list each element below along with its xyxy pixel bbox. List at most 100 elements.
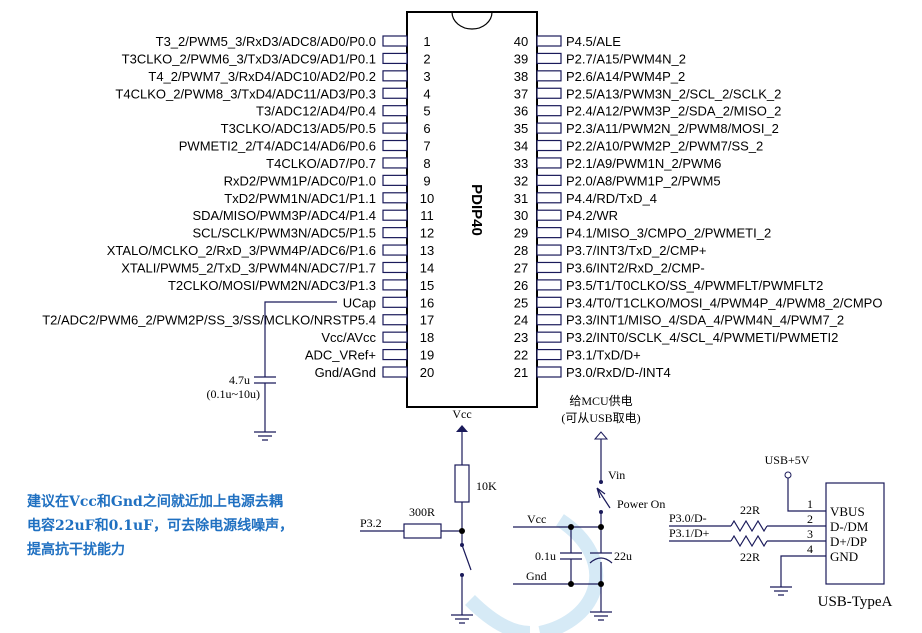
pin-pad: [536, 105, 562, 117]
pin-number: 5: [423, 104, 430, 119]
r2-value: 22R: [740, 550, 760, 564]
pullup-value: 10K: [476, 479, 497, 493]
note-line: 建议在Vcc和Gnd之间就近加上电源去耦: [27, 494, 283, 510]
c2-value: 22u: [614, 549, 632, 563]
pin-number: 3: [423, 69, 430, 84]
ground-icon: [451, 614, 473, 624]
pin-pad: [536, 70, 562, 82]
pin-number: 10: [420, 191, 434, 206]
pin-number: 8: [423, 156, 430, 171]
power-gnd-label: Gnd: [526, 569, 547, 583]
pin-label: P4.1/MISO_3/CMPO_2/PWMETI_2: [566, 226, 771, 241]
ucap-value: 4.7u: [229, 373, 250, 387]
ground-icon: [254, 431, 276, 441]
pin-number: 20: [420, 365, 434, 380]
pin-number: 11: [420, 208, 434, 223]
pin-label: PWMETI2_2/T4/ADC14/AD6/P0.6: [179, 139, 376, 154]
pin-label: T3_2/PWM5_3/RxD3/ADC8/AD0/P0.0: [156, 34, 376, 49]
pin-label: P3.4/T0/T1CLKO/MOSI_4/PWM4P_4/PWM8_2/CMP…: [566, 295, 882, 310]
pin-number: 31: [514, 191, 528, 206]
note-line: 电容22uF和0.1uF，可去除电源线噪声，: [27, 518, 294, 534]
pin-number: 32: [514, 173, 528, 188]
pin-pad: [382, 70, 408, 82]
pin-label: RxD2/PWM1P/ADC0/P1.0: [224, 173, 376, 188]
pin-number: 34: [514, 139, 528, 154]
pin-number: 19: [420, 348, 434, 363]
pin-number: 29: [514, 226, 528, 241]
chip-notch: [451, 11, 493, 30]
pin-number: 4: [423, 86, 430, 101]
supply-terminal-icon: [784, 471, 792, 479]
pin-pad: [382, 279, 408, 291]
mcu-chip: PDIP40 1T3_2/PWM5_3/RxD3/ADC8/AD0/P0.02T…: [42, 11, 882, 408]
pin-number: 14: [420, 260, 434, 275]
usb-pin-number: 4: [807, 542, 813, 556]
pin-number: 6: [423, 121, 430, 136]
c1-value: 0.1u: [535, 549, 556, 563]
pin-label: P4.4/RD/TxD_4: [566, 191, 657, 206]
pin-pad: [536, 157, 562, 169]
pin-number: 38: [514, 69, 528, 84]
pin-pad: [382, 366, 408, 378]
power-subtitle: (可从USB取电): [561, 411, 640, 425]
pin-pad: [536, 279, 562, 291]
pin-pad: [536, 122, 562, 134]
pin-label: P3.2/INT0/SCLK_4/SCL_4/PWMETI/PWMETI2: [566, 330, 838, 345]
pin-number: 17: [420, 313, 434, 328]
pin-label: P2.0/A8/PWM1P_2/PWM5: [566, 173, 721, 188]
dp-net-label: P3.1/D+: [669, 526, 710, 540]
pin-number: 36: [514, 104, 528, 119]
pin-number: 27: [514, 260, 528, 275]
pin-label: P2.6/A14/PWM4P_2: [566, 69, 685, 84]
pin-label: T3/ADC12/AD4/P0.4: [256, 104, 376, 119]
pin-pad: [536, 87, 562, 99]
pin-pad: [382, 244, 408, 256]
pin-label: T4CLKO/AD7/P0.7: [266, 156, 376, 171]
pin-pad: [382, 331, 408, 343]
pin-pad: [382, 227, 408, 239]
ucap-wire: [264, 301, 337, 432]
pin-pad: [382, 296, 408, 308]
pin-pad: [382, 209, 408, 221]
pin-label: ADC_VRef+: [305, 348, 376, 363]
vin-label: Vin: [608, 468, 625, 482]
power-title: 给MCU供电: [569, 394, 632, 408]
usb-pin-label: D+/DP: [830, 534, 867, 549]
pin-label: P2.2/A10/PWM2P_2/PWM7/SS_2: [566, 139, 763, 154]
power-circuit: 给MCU供电 (可从USB取电) Vin Power On Vcc Gnd 0.…: [513, 394, 665, 621]
pin-pad: [382, 192, 408, 204]
pin-pad: [382, 52, 408, 65]
pin-number: 40: [514, 34, 528, 49]
ucap-capacitor: [254, 376, 276, 384]
pin-pad: [536, 314, 562, 326]
usb-pin-label: GND: [830, 549, 858, 564]
pin-label: SCL/SCLK/PWM3N/ADC5/P1.5: [192, 226, 376, 241]
pin-label: T4CLKO_2/PWM8_3/TxD4/ADC11/AD3/P0.3: [115, 86, 376, 101]
pin-number: 7: [423, 139, 430, 154]
pin-label: P3.1/TxD/D+: [566, 348, 641, 363]
pin-pad: [536, 261, 562, 274]
pin-label: P4.5/ALE: [566, 34, 621, 49]
usb-pin-number: 2: [807, 512, 813, 526]
pin-pad: [382, 261, 408, 274]
series-resistor: [403, 523, 442, 539]
pin-label: P3.0/RxD/D-/INT4: [566, 365, 671, 380]
pin-label: P3.3/INT1/MISO_4/SDA_4/PWM4N_4/PWM7_2: [566, 313, 844, 328]
usb-pin-number: 1: [807, 497, 813, 511]
pin-number: 25: [514, 295, 528, 310]
chip-name: PDIP40: [468, 184, 485, 236]
pin-label: T3CLKO/ADC13/AD5/P0.5: [221, 121, 376, 136]
pin-number: 1: [423, 34, 430, 49]
pin-label: TxD2/PWM1N/ADC1/P1.1: [224, 191, 376, 206]
pin-number: 35: [514, 121, 528, 136]
pin-number: 22: [514, 348, 528, 363]
r1-value: 22R: [740, 503, 760, 517]
decoupling-note: 建议在Vcc和Gnd之间就近加上电源去耦 电容22uF和0.1uF，可去除电源线…: [27, 490, 293, 562]
pin-label: Vcc/AVcc: [321, 330, 376, 345]
pin-label: P3.6/INT2/RxD_2/CMP-: [566, 260, 705, 275]
pin-pad: [536, 192, 562, 204]
pin-pad: [536, 52, 562, 65]
